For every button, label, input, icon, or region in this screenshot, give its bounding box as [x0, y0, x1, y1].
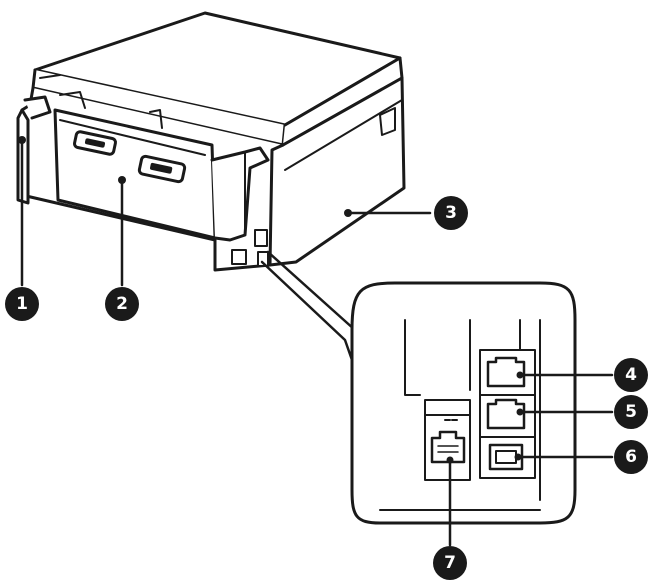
callout-7-number: 7	[444, 553, 456, 573]
callout-5: 5	[614, 395, 648, 429]
scanner-lid	[31, 11, 404, 147]
ext-port-icon	[486, 356, 526, 388]
right-bracket	[210, 146, 270, 267]
leader-dots	[18, 136, 524, 464]
zoom-leader	[260, 250, 357, 362]
line-port-icon	[486, 398, 526, 430]
ethernet-port-icon	[430, 430, 466, 464]
callout-7: 7	[433, 546, 467, 580]
callout-1-number: 1	[16, 294, 28, 314]
callout-3-number: 3	[445, 203, 457, 223]
callout-1: 1	[5, 287, 39, 321]
callout-leaders	[20, 138, 614, 547]
magnified-port-panel	[350, 281, 577, 525]
callout-4-number: 4	[625, 365, 637, 385]
callout-5-number: 5	[625, 402, 637, 422]
callout-2-number: 2	[116, 294, 128, 314]
callout-4: 4	[614, 358, 648, 392]
callouts: 1 2 3 4 5 6 7	[5, 196, 648, 580]
callout-6: 6	[614, 440, 648, 474]
callout-2: 2	[105, 287, 139, 321]
callout-6-number: 6	[625, 447, 637, 467]
callout-3: 3	[434, 196, 468, 230]
